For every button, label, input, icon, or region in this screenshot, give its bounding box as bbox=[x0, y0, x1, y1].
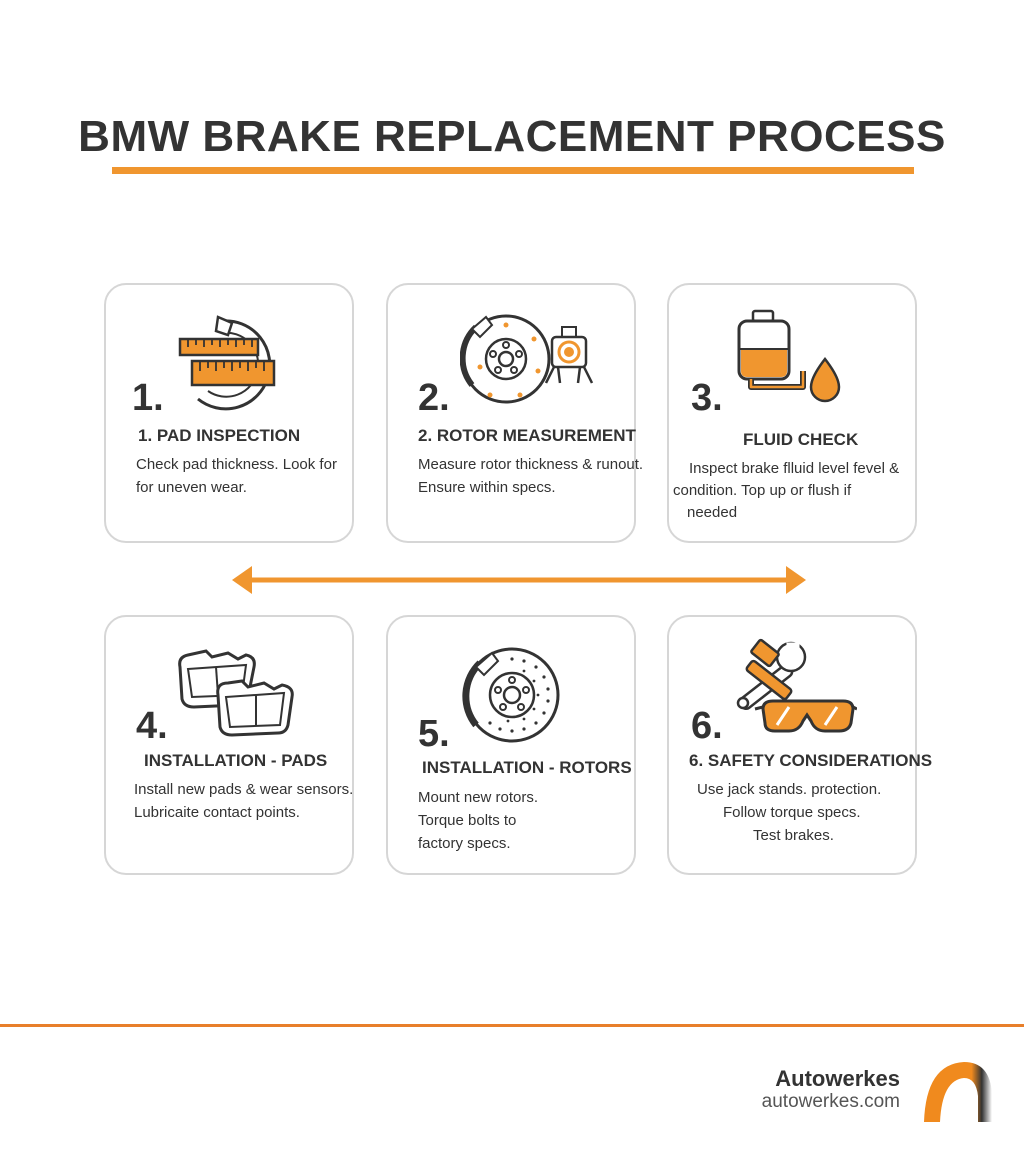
step-heading: INSTALLATION - ROTORS bbox=[422, 758, 632, 777]
step-description-line: Check pad thickness. Look for bbox=[136, 456, 337, 473]
step-heading: INSTALLATION - PADS bbox=[144, 751, 328, 770]
step-heading: 2. ROTOR MEASUREMENT bbox=[418, 426, 636, 445]
title-underline bbox=[112, 167, 914, 174]
step-description-line: Inspect brake flluid level fevel & bbox=[689, 460, 900, 477]
step-description-line: Mount new rotors. bbox=[418, 789, 539, 806]
wrench-hammer-goggles-icon bbox=[736, 638, 857, 733]
step-number: 4. bbox=[136, 705, 168, 747]
step-description-line: Measure rotor thickness & runout. bbox=[418, 456, 644, 473]
step-number: 5. bbox=[418, 713, 450, 755]
step-card-installation-rotors: 5. INSTALLATION - ROTORS Mount new rotor… bbox=[386, 615, 636, 875]
step-description-line: Use jack stands. protection. bbox=[697, 781, 882, 798]
step-heading: 1. PAD INSPECTION bbox=[138, 426, 301, 445]
fluid-reservoir-drop-icon bbox=[737, 309, 841, 403]
step-card-safety-considerations: 6. 6. SAFETY CONSIDERATIONS Use jack sta… bbox=[667, 615, 932, 875]
step-card-pad-inspection: 1. 1. PAD INSPECTION Check pad thickness… bbox=[104, 283, 354, 543]
brake-pads-icon bbox=[178, 649, 294, 737]
step-description-line: Torque bolts to bbox=[418, 812, 517, 829]
double-arrow-connector bbox=[232, 566, 806, 594]
step-description-line: needed bbox=[687, 504, 738, 521]
step-description-line: for uneven wear. bbox=[136, 479, 247, 496]
step-description-line: Follow torque specs. bbox=[723, 804, 861, 821]
page-title: BMW BRAKE REPLACEMENT PROCESS bbox=[78, 112, 946, 161]
step-description-line: condition. Top up or flush if bbox=[673, 482, 852, 499]
step-description-line: Test brakes. bbox=[753, 827, 834, 844]
drilled-rotor-icon bbox=[462, 647, 560, 743]
step-number: 6. bbox=[691, 705, 723, 747]
step-description-line: factory specs. bbox=[418, 835, 511, 852]
step-description-line: Ensure within specs. bbox=[418, 479, 556, 496]
rotor-caliper-icon bbox=[460, 314, 594, 404]
step-description-line: Install new pads & wear sensors. bbox=[134, 781, 354, 798]
arch-logo-icon bbox=[924, 1062, 992, 1122]
step-heading: FLUID CHECK bbox=[743, 430, 859, 449]
step-card-fluid-check: 3. FLUID CHECK Inspect brake flluid leve… bbox=[667, 283, 917, 543]
step-card-installation-pads: 4. INSTALLATION - PADS Install new pads … bbox=[104, 615, 354, 875]
step-number: 1. bbox=[132, 377, 164, 419]
step-number: 2. bbox=[418, 377, 450, 419]
step-heading: 6. SAFETY CONSIDERATIONS bbox=[689, 751, 933, 770]
step-description-line: Lubricaite contact points. bbox=[134, 804, 300, 821]
step-card-rotor-measurement: 2. 2. ROTOR MEASUREMENT Measure rotor th… bbox=[386, 283, 643, 543]
brand-url: autowerkes.com bbox=[761, 1091, 900, 1112]
step-number: 3. bbox=[691, 377, 723, 419]
footer-divider bbox=[0, 1024, 1024, 1027]
brand-name: Autowerkes bbox=[775, 1066, 900, 1091]
ruler-brake-disc-icon bbox=[178, 315, 276, 411]
